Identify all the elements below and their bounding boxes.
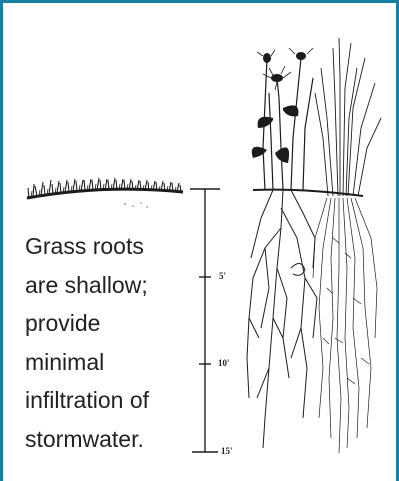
native-plant-roots-illustration [243, 38, 388, 458]
scale-label-5: 5' [219, 271, 226, 281]
scale-label-15: 15' [221, 446, 233, 456]
deep-roots-right [313, 198, 377, 453]
scale-label-10: 10' [218, 358, 230, 368]
deep-roots-left [247, 190, 317, 448]
prairie-grass-plant [315, 38, 381, 196]
